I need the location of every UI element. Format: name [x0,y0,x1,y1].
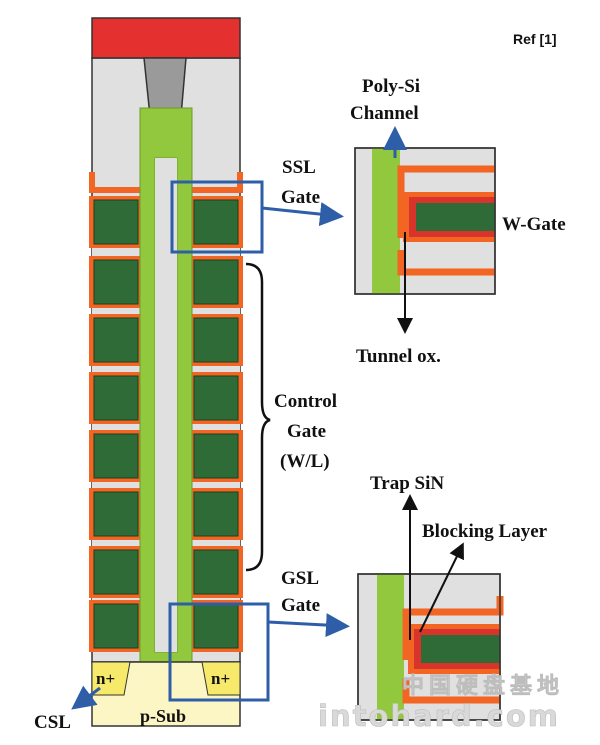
p-sub-label: p-Sub [140,706,186,726]
word-line-gate-right [193,317,239,363]
ssl-detail: Poly-Si Channel W-Gate Tunnel ox. [350,76,566,367]
interlayer-oxide-left [92,424,138,430]
ssl-zoom-box [170,180,264,254]
interlayer-oxide-right [194,482,240,488]
interlayer-oxide-left [92,366,138,372]
word-line-gate-right [193,549,239,595]
control-gate-label-line2: Gate [287,421,326,442]
ssl-detail-lower-liner [397,250,495,276]
poly-si-label-line1: Poly-Si [362,76,420,97]
ssl-label-line1: SSL [282,157,316,178]
interlayer-oxide-left [92,598,138,600]
poly-si-label-line2: Channel [350,103,419,124]
word-line-gate-left [93,549,139,595]
word-line-gate-right [193,375,239,421]
word-line-gate-left [93,603,139,649]
reference-label: Ref [1] [513,31,557,47]
ssl-highlight [170,180,344,254]
ssl-detail-w-gate [416,203,495,231]
tunnel-ox-label: Tunnel ox. [356,346,441,367]
ssl-zoom-arrow [261,202,344,227]
interlayer-oxide-right [194,366,240,372]
gsl-label-line2: Gate [281,595,320,616]
liner-top-right [192,172,243,193]
interlayer-oxide-left [92,482,138,488]
gsl-detail-lower-liner [402,678,500,704]
csl-arrow [71,685,101,710]
gsl-detail-frame-border [357,573,501,721]
interlayer-oxide-left [92,248,138,256]
contact-plug [143,57,187,117]
interlayer-oxide-right [194,308,240,314]
blocking-layer-arrow [419,542,464,633]
n-plus-right-region [201,661,241,696]
interlayer-oxide-right [194,598,240,600]
ssl-detail-channel [372,148,400,294]
interlayer-oxide-right [194,540,240,546]
gsl-detail: Trap SiN Blocking Layer [357,473,548,721]
w-gate-label: W-Gate [502,214,566,235]
gsl-zoom-arrow [267,613,350,638]
interlayer-oxide-left [92,308,138,314]
control-gate-label-line1: Control [274,391,337,412]
csl-indicator: CSL [34,685,101,733]
watermark-line1: 中国硬盘基地 [402,673,564,699]
blocking-layer-label: Blocking Layer [422,521,548,542]
liner-top-left [89,172,140,193]
word-line-gate-left [93,259,139,305]
bitline-contact-cap [91,17,241,59]
gsl-detail-channel [377,574,404,720]
word-line-gate-right [193,603,239,649]
word-line-gate-right [193,491,239,537]
n-plus-left-label: n+ [96,669,115,688]
word-line-gate-right [193,199,239,245]
watermark-line2: intohard.com [318,699,560,733]
word-line-gate-left [93,433,139,479]
main-stack: n+ n+ p-Sub [89,17,243,727]
interlayer-oxide-left [92,540,138,546]
gsl-zoom-box [168,602,270,702]
word-line-gate-left [93,199,139,245]
ssl-label-line2: Gate [281,187,320,208]
control-gate-brace [245,262,271,572]
word-line-gate-left [93,317,139,363]
ssl-detail-upper-liner [397,165,495,238]
word-line-gate-left [93,491,139,537]
channel-core-oxide [155,158,177,652]
gsl-highlight [168,602,350,702]
word-line-gate-left [93,375,139,421]
gsl-detail-w-gate [421,635,500,663]
ssl-detail-frame-border [354,147,496,295]
word-line-gate-right [193,259,239,305]
n-plus-right-label: n+ [211,669,230,688]
word-line-gate-right [193,433,239,479]
csl-label: CSL [34,712,71,733]
control-gate-label-line3: (W/L) [280,451,330,472]
n-plus-left-region [91,661,131,696]
interlayer-oxide-right [194,424,240,430]
gsl-label-line1: GSL [281,568,319,589]
trap-sin-label: Trap SiN [370,473,444,494]
